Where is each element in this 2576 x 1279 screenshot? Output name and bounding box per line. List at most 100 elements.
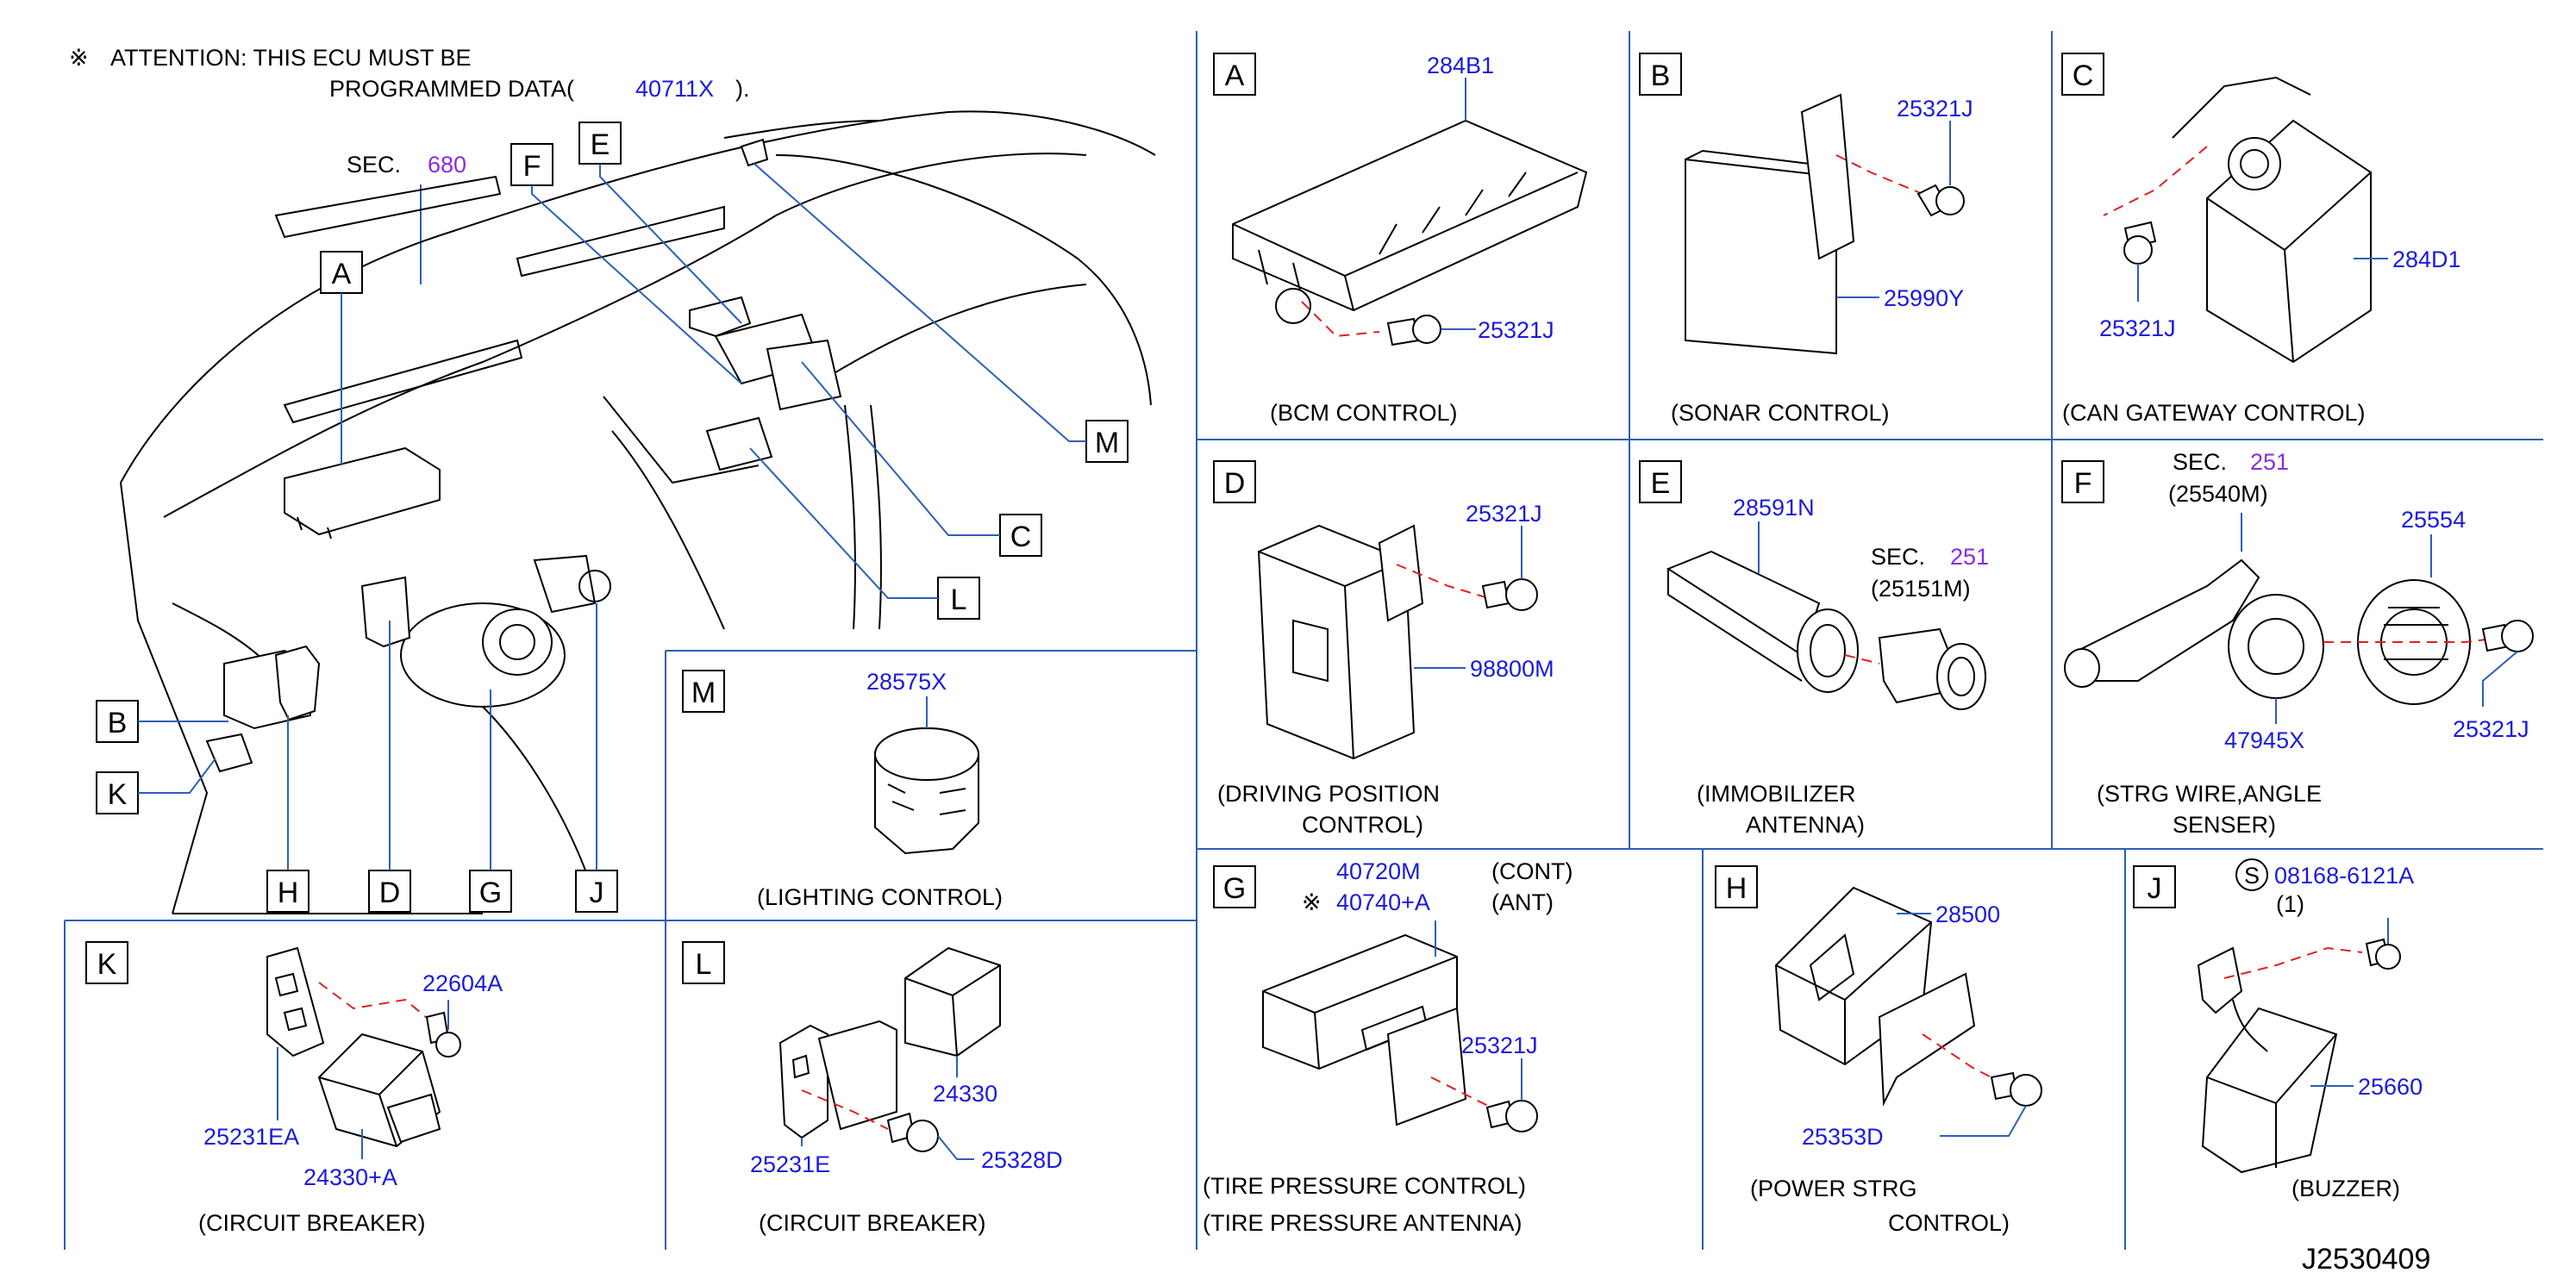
svg-text:251: 251: [1950, 544, 1989, 570]
svg-text:(LIGHTING CONTROL): (LIGHTING CONTROL): [757, 884, 1003, 910]
attention-mark: ※: [69, 45, 89, 71]
panel-grid: [64, 31, 2543, 1250]
panel-g-tire-pressure: G 40720M ※ 40740+A (CONT) (ANT) 25321J (…: [1203, 858, 1572, 1236]
svg-text:284D1: 284D1: [2392, 246, 2461, 272]
svg-text:251: 251: [2250, 449, 2289, 475]
svg-text:(CAN GATEWAY CONTROL): (CAN GATEWAY CONTROL): [2062, 400, 2366, 426]
svg-text:(TIRE PRESSURE CONTROL): (TIRE PRESSURE CONTROL): [1203, 1173, 1526, 1199]
attention-line2-end: ).: [735, 76, 750, 102]
svg-text:K: K: [108, 778, 128, 811]
svg-text:ANTENNA): ANTENNA): [1746, 812, 1865, 838]
svg-text:24330: 24330: [933, 1081, 997, 1107]
callout-g: [578, 122, 622, 165]
svg-text:25231EA: 25231EA: [203, 1124, 299, 1150]
svg-text:SEC.: SEC.: [1871, 544, 1925, 570]
callout-m: [1085, 420, 1129, 463]
drawing-id: J2530409: [2302, 1243, 2430, 1276]
svg-text:D: D: [1224, 467, 1246, 500]
svg-text:M: M: [691, 677, 716, 709]
svg-text:L: L: [696, 948, 712, 981]
svg-text:25660: 25660: [2358, 1074, 2423, 1100]
svg-text:H: H: [1726, 872, 1748, 905]
svg-text:M: M: [1095, 427, 1119, 459]
panel-l-circuit-breaker: L 24330 25231E 25328D (CIRCUIT BREAKER): [682, 941, 1063, 1236]
callout-f: [469, 870, 512, 913]
svg-text:28591N: 28591N: [1733, 495, 1815, 521]
svg-text:28575X: 28575X: [866, 669, 947, 695]
attention-line1: ATTENTION: THIS ECU MUST BE: [110, 45, 472, 71]
svg-text:B: B: [1651, 59, 1671, 92]
svg-text:(CONT): (CONT): [1491, 858, 1572, 884]
svg-text:25353D: 25353D: [1802, 1124, 1884, 1150]
svg-text:284B1: 284B1: [1427, 53, 1494, 78]
callout-j: [266, 870, 309, 913]
svg-text:(DRIVING POSITION: (DRIVING POSITION: [1217, 781, 1440, 807]
overview-callouts: A F E M C L B K H D: [96, 122, 1129, 913]
svg-text:40740+A: 40740+A: [1336, 889, 1430, 915]
callout-e: [575, 870, 618, 913]
svg-text:D: D: [379, 877, 401, 909]
svg-text:G: G: [1223, 872, 1246, 905]
svg-text:(CIRCUIT BREAKER): (CIRCUIT BREAKER): [198, 1210, 426, 1236]
svg-text:L: L: [951, 583, 967, 616]
svg-text:(STRG WIRE,ANGLE: (STRG WIRE,ANGLE: [2097, 781, 2322, 807]
svg-text:47945X: 47945X: [2224, 727, 2304, 753]
callout-l: [937, 577, 980, 620]
svg-text:H: H: [278, 877, 299, 909]
panel-j-buzzer: J S 08168-6121A (1) 25660 (BUZZER): [2133, 858, 2423, 1201]
svg-text:C: C: [1010, 521, 1032, 553]
svg-text:(25540M): (25540M): [2168, 481, 2268, 507]
svg-text:98800M: 98800M: [1470, 656, 1554, 682]
svg-text:(25151M): (25151M): [1871, 576, 1971, 602]
callout-h: [510, 143, 553, 186]
svg-text:CONTROL): CONTROL): [1888, 1210, 2010, 1236]
dashboard-overview: SEC. 680: [120, 110, 1156, 915]
svg-text:A: A: [332, 258, 352, 290]
attention-line2: PROGRAMMED DATA(: [329, 76, 574, 102]
panel-e-immobilizer: E 28591N SEC. 251 (25151M) (IMMOBILIZER …: [1639, 460, 1989, 838]
panel-f-steering-wire: F SEC. 251 (25540M) 25554 47945X 25321J …: [2061, 449, 2534, 838]
svg-text:25990Y: 25990Y: [1884, 285, 1964, 311]
svg-text:25321J: 25321J: [1461, 1033, 1538, 1058]
overview-sec-label: SEC.: [347, 152, 401, 178]
svg-text:F: F: [2074, 467, 2092, 500]
svg-text:(BUZZER): (BUZZER): [2292, 1176, 2400, 1201]
overview-sec-num: 680: [428, 152, 466, 178]
svg-text:22604A: 22604A: [422, 970, 503, 996]
svg-text:(ANT): (ANT): [1491, 889, 1554, 915]
svg-text:A: A: [1225, 59, 1245, 92]
svg-text:25321J: 25321J: [2099, 315, 2176, 341]
svg-text:25231E: 25231E: [750, 1151, 830, 1177]
svg-text:(CIRCUIT BREAKER): (CIRCUIT BREAKER): [759, 1210, 986, 1236]
svg-text:25321J: 25321J: [1466, 501, 1542, 527]
svg-text:SENSER): SENSER): [2173, 812, 2276, 838]
svg-text:J: J: [2148, 872, 2162, 905]
svg-text:F: F: [523, 150, 541, 183]
panel-k-circuit-breaker: K 22604A 25231EA 24330+A (CIRCUIT BREAKE…: [85, 941, 503, 1236]
attention-note: ※ ATTENTION: THIS ECU MUST BE PROGRAMMED…: [69, 45, 750, 102]
svg-text:(SONAR CONTROL): (SONAR CONTROL): [1671, 400, 1890, 426]
svg-text:(TIRE PRESSURE ANTENNA): (TIRE PRESSURE ANTENNA): [1203, 1210, 1522, 1236]
svg-text:E: E: [591, 128, 610, 161]
svg-text:40720M: 40720M: [1336, 858, 1421, 884]
panel-c-can: C 25321J 284D1 (CAN GATEWAY CONTROL): [2061, 53, 2461, 426]
callout-c: [999, 514, 1042, 557]
svg-text:J: J: [590, 877, 604, 909]
svg-text:G: G: [479, 877, 502, 909]
callout-d: [368, 870, 411, 913]
svg-text:25321J: 25321J: [1478, 317, 1554, 343]
panel-b-sonar: B 25321J 25990Y (SONAR CONTROL): [1639, 53, 1973, 426]
svg-text:24330+A: 24330+A: [303, 1164, 397, 1190]
panel-h-power-steering: H 28500 25353D (POWER STRG CONTROL): [1715, 865, 2042, 1236]
svg-text:※: ※: [1302, 889, 1322, 915]
svg-text:25321J: 25321J: [2453, 716, 2529, 742]
svg-text:25321J: 25321J: [1897, 96, 1973, 122]
svg-text:SEC.: SEC.: [2173, 449, 2227, 475]
svg-text:25554: 25554: [2401, 507, 2466, 533]
svg-text:28500: 28500: [1935, 902, 2000, 927]
panel-d-driving-position: D 25321J 98800M (DRIVING POSITION CONTRO…: [1213, 460, 1554, 838]
panel-m-lighting: M 28575X (LIGHTING CONTROL): [682, 669, 1003, 910]
attention-code: 40711X: [635, 76, 714, 102]
svg-text:(1): (1): [2276, 891, 2304, 917]
